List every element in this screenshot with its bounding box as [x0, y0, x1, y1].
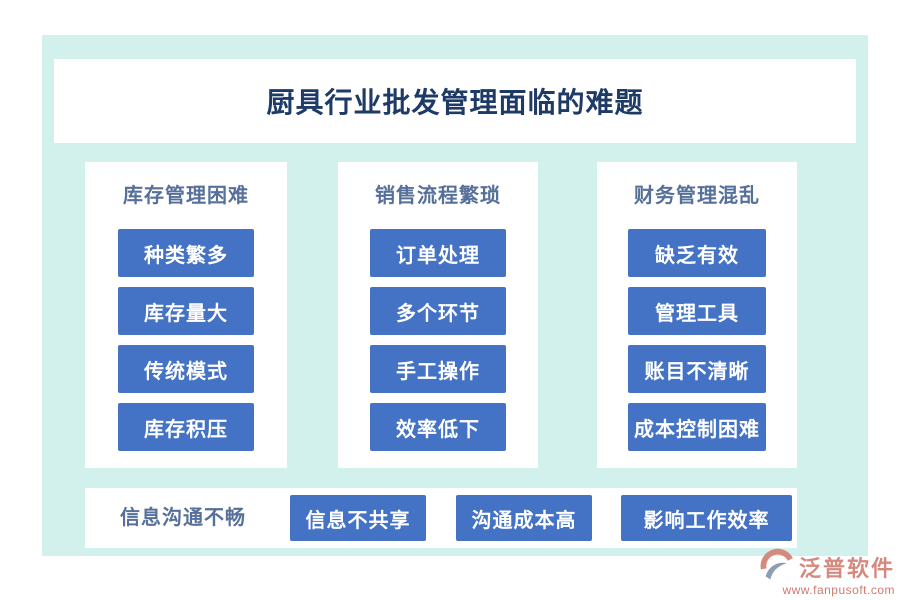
chip-item[interactable]: 成本控制困难 [628, 403, 766, 451]
chip-item[interactable]: 管理工具 [628, 287, 766, 335]
column-sales: 销售流程繁琐 订单处理 多个环节 手工操作 效率低下 [338, 162, 538, 468]
brand-website: www.fanpusoft.com [782, 583, 895, 597]
brand-row: 泛普软件 [755, 548, 895, 586]
column-inventory: 库存管理困难 种类繁多 库存量大 传统模式 库存积压 [85, 162, 287, 468]
chip-item[interactable]: 订单处理 [370, 229, 506, 277]
chip-item[interactable]: 库存量大 [118, 287, 254, 335]
chip-item[interactable]: 传统模式 [118, 345, 254, 393]
chip-item[interactable]: 库存积压 [118, 403, 254, 451]
bar-label: 信息沟通不畅 [120, 507, 246, 529]
chip-list: 订单处理 多个环节 手工操作 效率低下 [338, 229, 538, 451]
chip-item[interactable]: 种类繁多 [118, 229, 254, 277]
chip-item[interactable]: 手工操作 [370, 345, 506, 393]
chip-item[interactable]: 信息不共享 [290, 495, 426, 541]
brand-name: 泛普软件 [798, 556, 895, 581]
chip-item[interactable]: 效率低下 [370, 403, 506, 451]
brand-logo: 泛普软件 www.fanpusoft.com [755, 548, 895, 597]
column-header: 销售流程繁琐 [375, 185, 501, 207]
chip-item[interactable]: 多个环节 [370, 287, 506, 335]
fanpu-logo-icon [759, 548, 797, 586]
chip-list: 缺乏有效 管理工具 账目不清晰 成本控制困难 [597, 229, 797, 451]
column-header: 财务管理混乱 [634, 185, 760, 207]
communication-bar: 信息沟通不畅 信息不共享 沟通成本高 影响工作效率 [85, 488, 797, 548]
page-title: 厨具行业批发管理面临的难题 [266, 87, 644, 118]
chip-item[interactable]: 影响工作效率 [621, 495, 792, 541]
chip-item[interactable]: 缺乏有效 [628, 229, 766, 277]
column-finance: 财务管理混乱 缺乏有效 管理工具 账目不清晰 成本控制困难 [597, 162, 797, 468]
title-card: 厨具行业批发管理面临的难题 [54, 59, 856, 143]
column-header: 库存管理困难 [123, 185, 249, 207]
chip-item[interactable]: 账目不清晰 [628, 345, 766, 393]
chip-list: 种类繁多 库存量大 传统模式 库存积压 [85, 229, 287, 451]
chip-item[interactable]: 沟通成本高 [456, 495, 592, 541]
